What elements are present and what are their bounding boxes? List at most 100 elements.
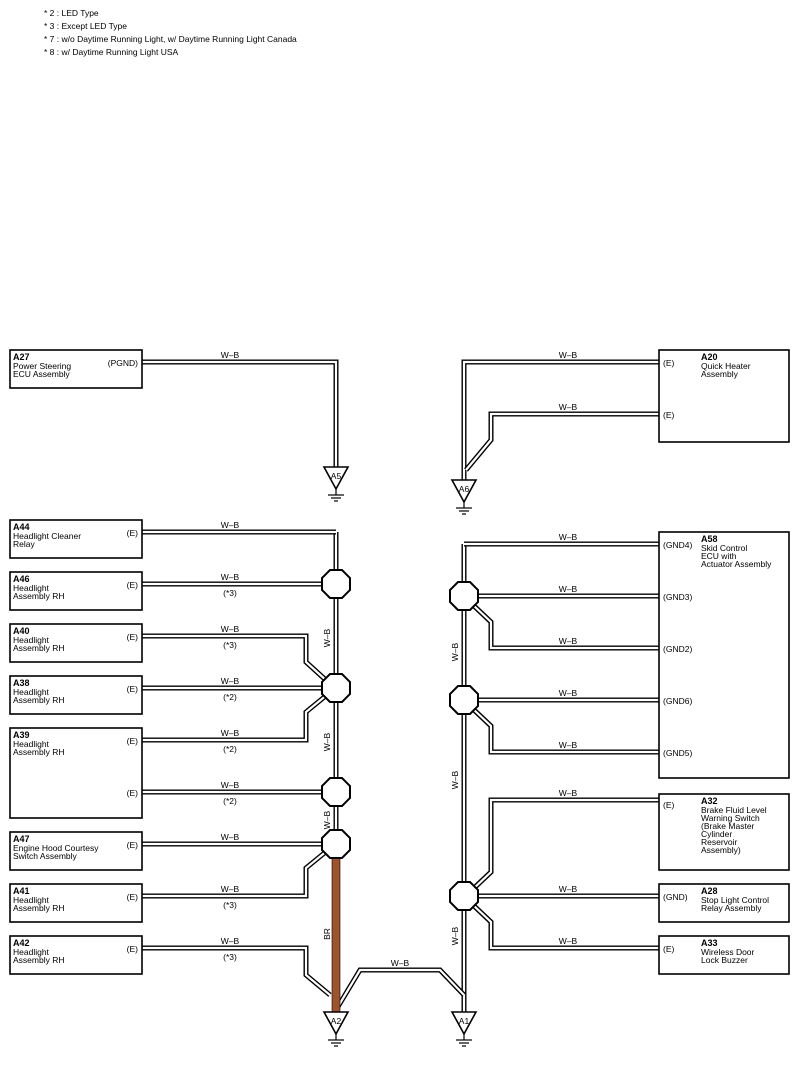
splices (321, 569, 479, 911)
wire-color-label: W–B (559, 532, 578, 542)
pin-label: (PGND) (108, 358, 138, 368)
note-line: * 2 : LED Type (44, 8, 99, 18)
component-name-line: Lock Buzzer (701, 955, 748, 965)
component-name-line: Assembly RH (13, 591, 64, 601)
br-wire (331, 855, 341, 1013)
variant-note: (*2) (223, 744, 237, 754)
component-code: A20 (701, 352, 718, 362)
component-code: A38 (13, 678, 30, 688)
splice-point (321, 569, 351, 599)
pin-label: (E) (127, 736, 139, 746)
wire-color-label: W–B (559, 584, 578, 594)
variant-note: (*3) (223, 588, 237, 598)
component-a32 (658, 793, 790, 871)
component-code: A28 (701, 886, 718, 896)
component-name-line: Cylinder (701, 829, 732, 839)
note-line: * 7 : w/o Daytime Running Light, w/ Dayt… (44, 34, 297, 44)
component-name-line: Wireless Door (701, 947, 755, 957)
br-wire-segment (331, 855, 341, 1013)
wire-color-label: W–B (221, 832, 240, 842)
component-name-line: Switch Assembly (13, 851, 78, 861)
component-name-line: Quick Heater (701, 361, 751, 371)
wire-core (142, 634, 329, 683)
component-a40 (9, 623, 143, 663)
component-a47 (9, 831, 143, 871)
component-code: A40 (13, 626, 30, 636)
wire-outline (142, 359, 339, 467)
component-name-line: Headlight (13, 635, 50, 645)
component-a44 (9, 519, 143, 559)
splice-point (321, 777, 351, 807)
pin-label: (GND2) (663, 644, 692, 654)
wire-color-label: W–B (221, 624, 240, 634)
wire-outline (464, 411, 659, 472)
splice-point (321, 673, 351, 703)
wire-color-label: W–B (221, 350, 240, 360)
ground-label: A5 (331, 471, 342, 481)
wire-core (142, 849, 329, 898)
component-name-line: Assembly RH (13, 747, 64, 757)
component-name-line: Headlight Cleaner (13, 531, 81, 541)
wire-color-label: W–B (450, 770, 460, 789)
component-code: A33 (701, 938, 718, 948)
component-name-line: ECU Assembly (13, 369, 70, 379)
wire-color-label: W–B (450, 926, 460, 945)
component-name-line: Reservoir (701, 837, 738, 847)
component-code: A58 (701, 534, 718, 544)
wire-color-label: W–B (221, 728, 240, 738)
variant-note: (*2) (223, 692, 237, 702)
component-a41 (9, 883, 143, 923)
component-name-line: Assembly) (701, 845, 741, 855)
ground-label: A1 (459, 1016, 470, 1026)
wire-color-label: W–B (221, 884, 240, 894)
component-a58 (658, 531, 790, 779)
component-name-line: Headlight (13, 687, 50, 697)
component-a42 (9, 935, 143, 975)
component-code: A44 (13, 522, 30, 532)
wire-color-label: W–B (559, 740, 578, 750)
variant-note: (*3) (223, 900, 237, 910)
component-a38 (9, 675, 143, 715)
component-name-line: Headlight (13, 583, 50, 593)
wire-outline (470, 797, 659, 892)
pin-label: (E) (663, 800, 675, 810)
grounds (322, 466, 478, 1047)
component-code: A46 (13, 574, 30, 584)
wire-color-label: W–B (221, 572, 240, 582)
wire-color-label: W–B (559, 884, 578, 894)
component-code: A32 (701, 796, 718, 806)
wire-core (471, 603, 659, 650)
pin-label: (E) (663, 358, 675, 368)
component-a39 (9, 727, 143, 819)
splice-point (449, 581, 479, 611)
pin-label: (GND6) (663, 696, 692, 706)
component-name-line: Headlight (13, 947, 50, 957)
component-name-line: Assembly RH (13, 903, 64, 913)
ground-triangle (450, 1011, 478, 1036)
component-boxes (9, 349, 790, 975)
component-name-line: Engine Hood Courtesy (13, 843, 99, 853)
pin-label: (GND) (663, 892, 688, 902)
pin-label: (E) (663, 944, 675, 954)
wire-color-label: W–B (559, 788, 578, 798)
pin-label: (E) (127, 632, 139, 642)
ground-triangle (450, 479, 478, 504)
pin-label: (E) (127, 528, 139, 538)
component-a46 (9, 571, 143, 611)
component-name-line: Assembly RH (13, 643, 64, 653)
note-line: * 3 : Except LED Type (44, 21, 127, 31)
wire-color-label: W–B (221, 936, 240, 946)
component-code: A41 (13, 886, 30, 896)
variant-note: (*3) (223, 952, 237, 962)
component-a20 (658, 349, 790, 443)
component-name-line: Relay (13, 539, 35, 549)
component-name-line: Warning Switch (701, 813, 760, 823)
component-name-line: Headlight (13, 895, 50, 905)
pin-label: (E) (127, 944, 139, 954)
pin-label: (E) (127, 684, 139, 694)
component-a33 (658, 935, 790, 975)
splice-point (449, 685, 479, 715)
pin-label: (E) (127, 840, 139, 850)
br-wire-label: BR (322, 928, 332, 940)
wire-color-label: W–B (221, 676, 240, 686)
